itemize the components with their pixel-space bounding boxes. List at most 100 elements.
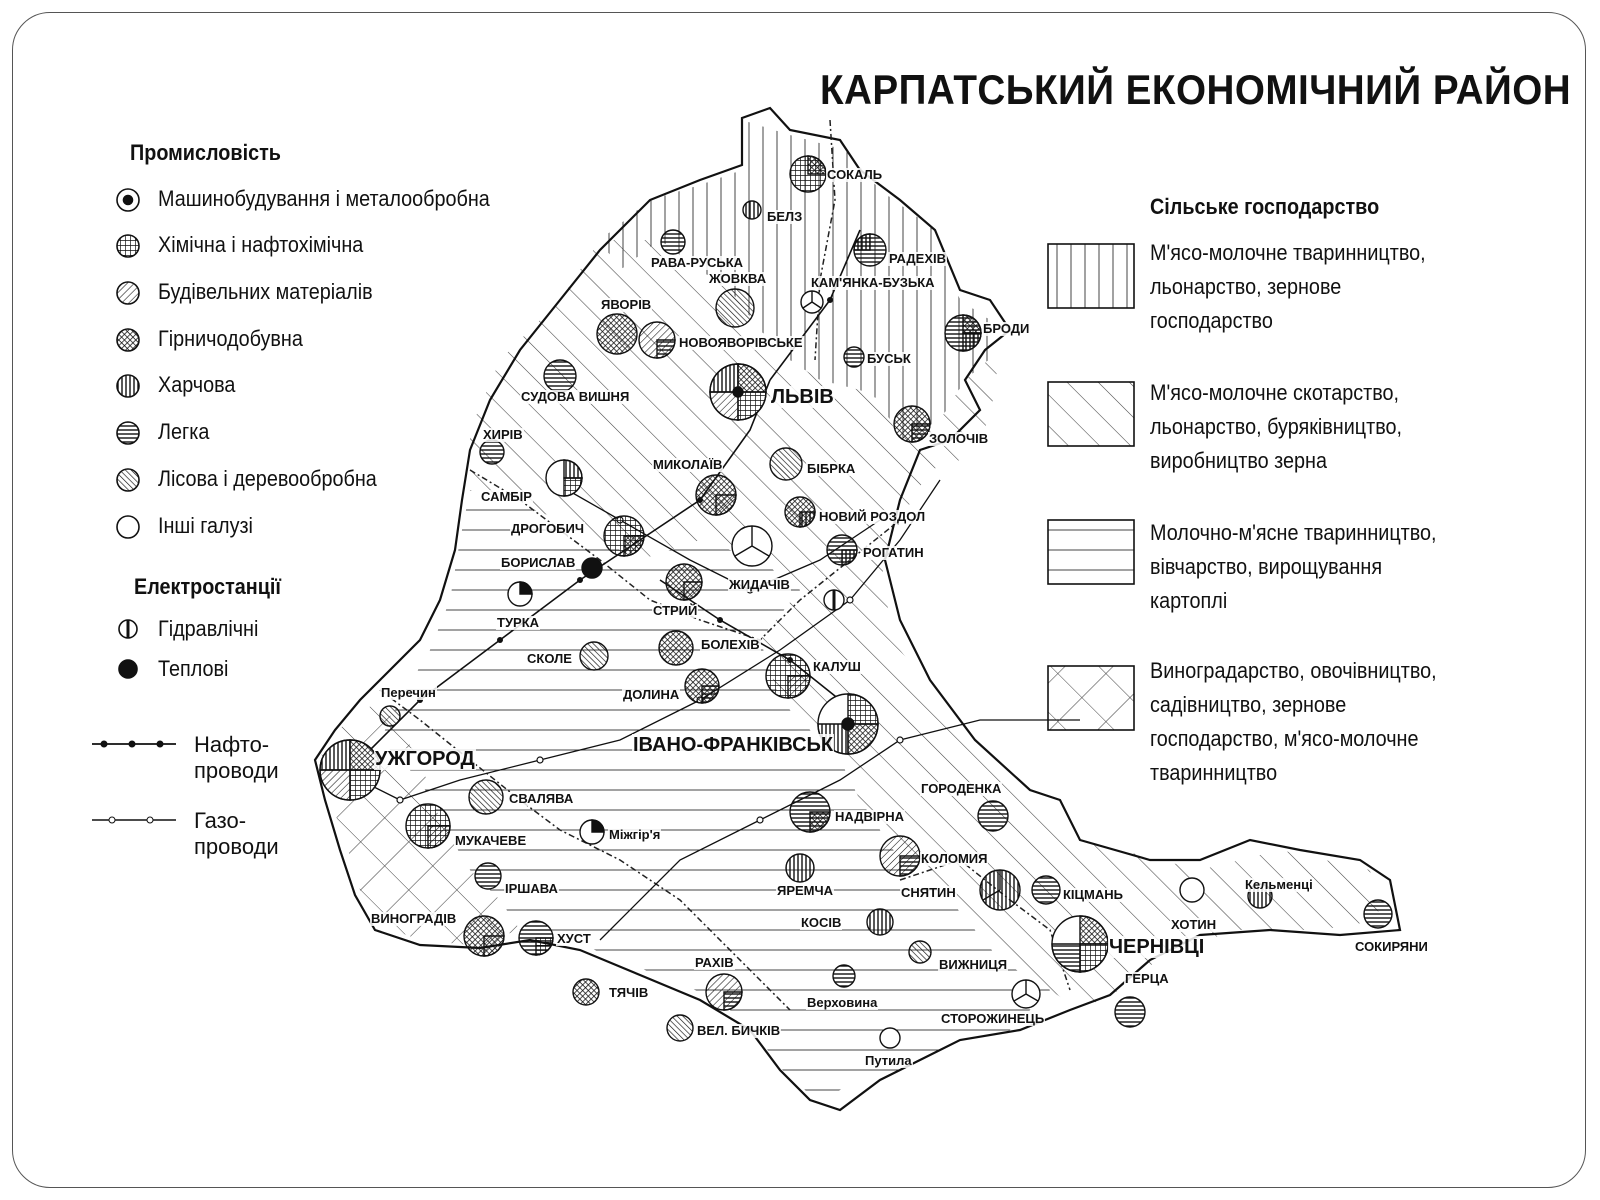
swatch-horiz [1047,519,1135,585]
city-label: ТУРКА [496,615,541,630]
centre-lviv [709,363,767,421]
agri-legend-item-1: М'ясо-молочне тваринництво, льонарство, … [1150,240,1426,333]
city-label: СТРИЙ [652,603,699,618]
city-label: КОЛОМИЯ [920,851,989,866]
centre-rohatyn [826,534,858,566]
industrial-centres [319,155,1393,1049]
centre-putyla [879,1027,901,1049]
city-label: СТОРОЖИНЕЦЬ [940,1011,1046,1026]
city-label: Верховина [806,995,879,1010]
city-label: СОКАЛЬ [826,167,884,182]
legend-oil-pipelines: Нафто- проводи [194,732,279,783]
centre-khust [518,920,554,956]
city-label-chernivtsi: ЧЕРНІВЦІ [1108,936,1206,958]
city-label: КОСІВ [800,915,843,930]
power-legend-heading: Електростанції [134,574,281,599]
centre-skole [579,641,609,671]
city-label: СОКИРЯНИ [1354,939,1429,954]
symbol-food [116,374,140,398]
centre-perechyn [379,705,401,727]
centre-sokal [789,155,827,193]
city-label: РАВА-РУСЬКА [650,255,745,270]
city-label: ДОЛИНА [622,687,681,702]
city-label: БРОДИ [982,321,1031,336]
city-label: ВИНОГРАДІВ [370,911,458,926]
city-label: МИКОЛАЇВ [652,457,724,472]
symbol-building-materials [116,281,140,305]
city-label: Кельменці [1244,877,1314,892]
legend-item-mining: Гірничодобувна [158,326,303,351]
city-label: ЖИДАЧІВ [728,577,791,592]
city-label: СУДОВА ВИШНЯ [520,389,631,404]
city-label: БУСЬК [866,351,912,366]
centre-irshava [474,862,502,890]
city-label: САМБІР [480,489,533,504]
city-label: БОРИСЛАВ [500,555,577,570]
centre-novoyavorivske [638,321,676,359]
centre-busk [843,346,865,368]
centre-mukacheve [405,803,451,849]
centre-zhovkva [715,288,755,328]
centre-sudova-vyshnia [543,359,577,393]
centre-tiachiv [572,978,600,1006]
agri-zone-central [470,240,1380,1010]
pipeline-legend [92,740,176,824]
city-label: РОГАТИН [862,545,925,560]
legend-item-chemical: Хімічна і нафтохімічна [158,232,364,257]
legend-item-machinebuilding: Машинобудування і металообробна [158,186,490,211]
city-label: Перечин [380,685,437,700]
city-label: НОВИЙ РОЗДОЛ [818,509,927,524]
city-label: ДРОГОБИЧ [510,521,586,536]
centre-yavoriv [596,313,638,355]
map-title: КАРПАТСЬКИЙ ЕКОНОМІЧНИЙ РАЙОН [820,66,1572,113]
hydro-icon [118,619,138,639]
city-label: ЖОВКВА [708,271,768,286]
centre-sokyriany [1363,899,1393,929]
centre-khotyn [1179,877,1205,903]
centre-belz [742,200,762,220]
centre-verkhovyna [832,964,856,988]
centre-khyriv [479,439,505,465]
city-label: КАМ'ЯНКА-БУЗЬКА [810,275,936,290]
agri-legend-heading: Сільське господарство [1150,194,1380,219]
centre-zolochiv [893,405,931,443]
city-label-ivano-frankivsk: ІВАНО-ФРАНКІВСЬК [632,734,835,756]
centre-hertsa [1114,996,1146,1028]
symbol-chemical [116,234,140,258]
city-label: ХОТИН [1170,917,1218,932]
legend-item-building: Будівельних матеріалів [158,279,373,304]
centre-rakhiv [705,973,743,1011]
swatch-vert [1047,243,1135,309]
centre-radekhiv [853,233,887,267]
city-label: СВАЛЯВА [508,791,575,806]
centre-stryi [665,563,703,601]
legend-item-forestry: Лісова і деревообробна [158,466,377,491]
thermal-icon [118,659,138,679]
city-label: НАДВІРНА [834,809,905,824]
city-label: ЯРЕМЧА [776,883,835,898]
agri-legend-swatches [1047,243,1135,731]
symbol-machinebuilding [116,188,140,212]
centre-novyi-rozdil [784,496,816,528]
city-label: СКОЛЕ [526,651,573,666]
city-label: РАДЕХІВ [888,251,948,266]
centre-turka [507,581,533,607]
legend-item-other: Інші галузі [158,513,253,538]
symbol-mining [116,328,140,352]
industry-legend-heading: Промисловість [130,140,281,165]
city-label: БОЛЕХІВ [700,637,761,652]
centre-dolyna [684,668,720,704]
legend-item-light: Легка [158,419,210,444]
centre-vynohradiv [463,915,505,957]
centre-yaremche [785,853,815,883]
centre-storozhynets [1011,979,1041,1009]
city-label: ХИРІВ [482,427,524,442]
centre-brody [944,314,982,352]
centre-sniatyn [979,869,1021,911]
swatch-diag [1047,381,1135,447]
centre-nadvirna [789,791,831,833]
centre-bolekhiv [658,630,694,666]
city-label: СНЯТИН [900,885,957,900]
legend-item-food: Харчова [158,372,236,397]
centre-mizhhiria [579,819,605,845]
